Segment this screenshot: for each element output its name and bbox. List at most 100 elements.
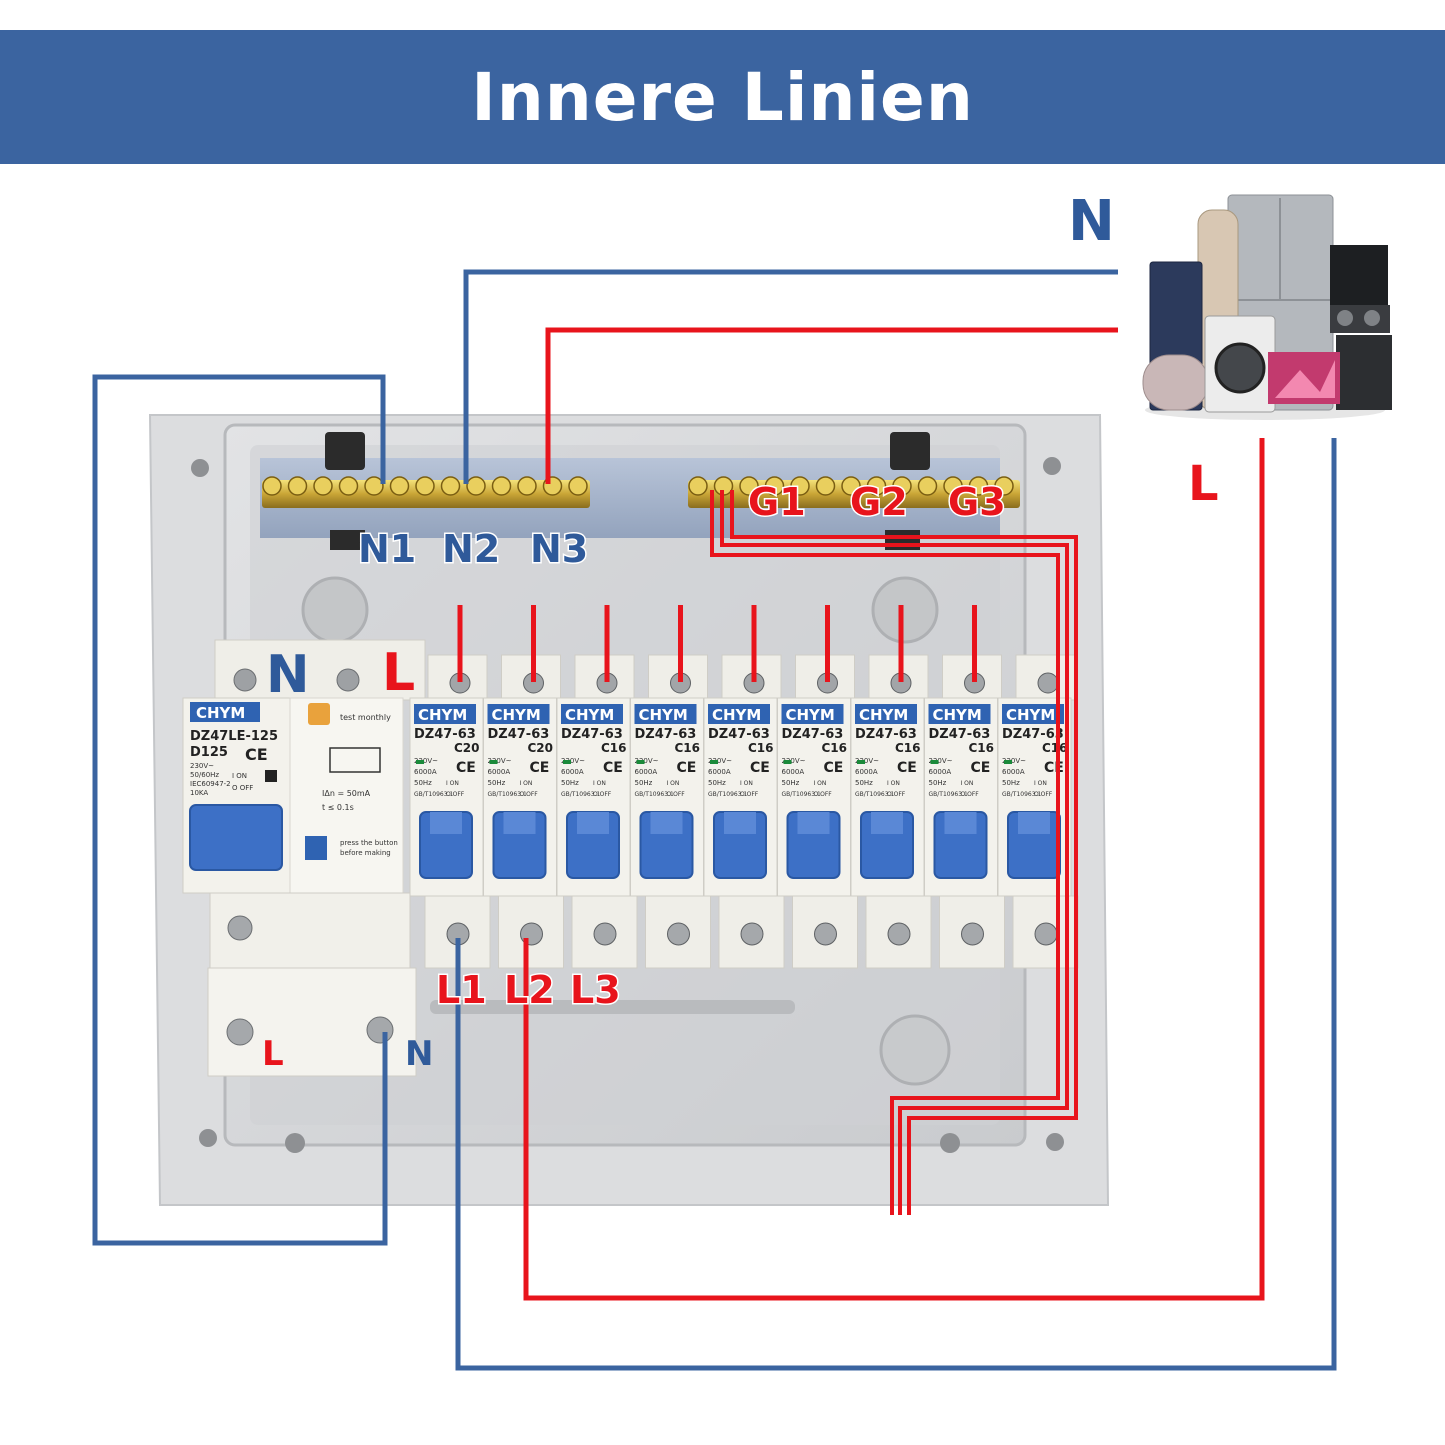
mcb-capacity: 6000A [708, 768, 731, 776]
mcb-on-mark: I ON [593, 780, 606, 787]
rcd-on-mark: I ON [232, 772, 247, 780]
busbar-screw [917, 476, 938, 496]
mcb-frequency: 50Hz [855, 779, 873, 787]
busbar-screw [262, 476, 282, 496]
ground-wire-3 [730, 490, 1078, 1215]
mcb-ce-mark: CE [603, 760, 623, 776]
mcb-voltage: 220V~ [855, 757, 879, 765]
busbar-screw [491, 476, 512, 496]
busbar-screw [994, 476, 1014, 496]
title-banner: Innere Linien [0, 30, 1445, 164]
neutral-wire-appliance [463, 269, 1118, 484]
mcb-model: DZ47-63 [1002, 727, 1064, 742]
mcb-brand: CHYM [933, 706, 982, 724]
mcb-rating: C16 [675, 741, 701, 755]
live-wire-appliance [545, 327, 1118, 484]
mcb-capacity: 6000A [855, 768, 878, 776]
mcb-off-mark: O OFF [740, 791, 759, 798]
rcd-spec-std: IEC60947-2 [190, 780, 231, 788]
mcb-rating: C20 [528, 741, 554, 755]
mcb-capacity: 6000A [561, 768, 584, 776]
brand-plate [414, 704, 476, 724]
mcb-breaker: CHYMDZ47-63C16220V~6000A50HzGB/T10963.1C… [924, 654, 1005, 969]
rcd-brand: CHYM [196, 704, 245, 722]
mcb-brand: CHYM [418, 706, 467, 724]
rcd-spec-freq: 50/60Hz [190, 771, 219, 779]
rcd-model: DZ47LE-125 [190, 729, 278, 744]
live-wire-return [523, 438, 1265, 1301]
busbar-screw [466, 476, 486, 496]
rcd-spec-ka: 10KA [190, 789, 208, 797]
mcb-voltage: 220V~ [635, 757, 659, 765]
busbar-screw [892, 476, 912, 496]
mcb-brand: CHYM [786, 706, 835, 724]
mcb-breaker: CHYMDZ47-63C16220V~6000A50HzGB/T10963.1C… [850, 654, 932, 969]
mcb-model: DZ47-63 [782, 727, 844, 742]
mcb-voltage: 220V~ [414, 757, 438, 765]
mcb-rating: C16 [1042, 741, 1068, 755]
mcb-model: DZ47-63 [414, 727, 476, 742]
rcd-live-label: L [382, 643, 415, 703]
mcb-ce-mark: CE [1044, 760, 1064, 776]
terminal-screw [814, 922, 837, 946]
mcb-standard: GB/T10963.1 [855, 791, 894, 798]
mcb-capacity: 6000A [782, 768, 805, 776]
mcb-model: DZ47-63 [929, 727, 991, 742]
neutral-wire-return [455, 438, 1337, 1371]
neutral-busbar [262, 476, 590, 508]
ground-terminal-g2: G2 [850, 480, 908, 524]
mcb-rating: C16 [969, 741, 995, 755]
labels: N L N1 N2 N3 G1 G2 G3 N L L1 L2 L3 L N [262, 189, 1219, 1074]
wiring [92, 269, 1337, 1371]
brand-plate [708, 704, 770, 724]
mcb-rating: C16 [601, 741, 627, 755]
ground-busbar [688, 476, 1020, 508]
mcb-standard: GB/T10963.1 [782, 791, 821, 798]
terminal-screw [1034, 922, 1058, 946]
mcb-capacity: 6000A [488, 768, 511, 776]
mcb-brand: CHYM [639, 706, 688, 724]
rcd-input-live-label: L [262, 1034, 284, 1074]
mcb-off-mark: O OFF [887, 791, 906, 798]
mcb-model: DZ47-63 [561, 727, 623, 742]
brand-plate [855, 704, 917, 724]
mcb-rating: C20 [454, 741, 480, 755]
rcd-neutral-label: N [266, 645, 310, 705]
rcd-before-text: before making [340, 849, 391, 857]
mcb-off-mark: O OFF [593, 791, 612, 798]
busbar-screw [415, 476, 435, 496]
mcb-frequency: 50Hz [488, 779, 506, 787]
mcb-breaker: CHYMDZ47-63C16220V~6000A50HzGB/T10963.1C… [777, 654, 858, 969]
home-appliances-icon [1142, 194, 1392, 420]
mcb-voltage: 220V~ [782, 757, 806, 765]
mcb-voltage: 220V~ [1002, 757, 1026, 765]
brand-plate [561, 704, 623, 724]
busbar-screw [517, 476, 537, 496]
mcb-on-mark: I ON [740, 780, 753, 787]
neutral-terminal-n3: N3 [530, 527, 588, 571]
mcb-standard: GB/T10963.1 [708, 791, 747, 798]
mcb-voltage: 220V~ [929, 757, 953, 765]
mcb-model: DZ47-63 [635, 727, 697, 742]
appliance-live-label: L [1188, 456, 1219, 512]
mcb-model: DZ47-63 [488, 727, 550, 742]
mcb-frequency: 50Hz [414, 779, 432, 787]
busbar-screw [790, 476, 810, 496]
mcb-ce-mark: CE [897, 760, 917, 776]
busbar-screw [841, 476, 861, 496]
busbar-screw [764, 476, 785, 496]
mcb-on-mark: I ON [520, 780, 533, 787]
mcb-frequency: 50Hz [782, 779, 800, 787]
terminal-screw [667, 922, 690, 946]
mcb-on-mark: I ON [667, 780, 680, 787]
mcb-ce-mark: CE [971, 760, 991, 776]
ground-wire-2 [720, 490, 1069, 1215]
busbar-screw [739, 476, 759, 496]
live-terminal-l1: L1 [436, 968, 487, 1012]
neutral-terminal-n1: N1 [358, 527, 416, 571]
mcb-frequency: 50Hz [561, 779, 579, 787]
ground-wire-1 [710, 490, 1060, 1215]
mcb-off-mark: O OFF [814, 791, 833, 798]
rcd-press-text: press the button [340, 839, 398, 847]
